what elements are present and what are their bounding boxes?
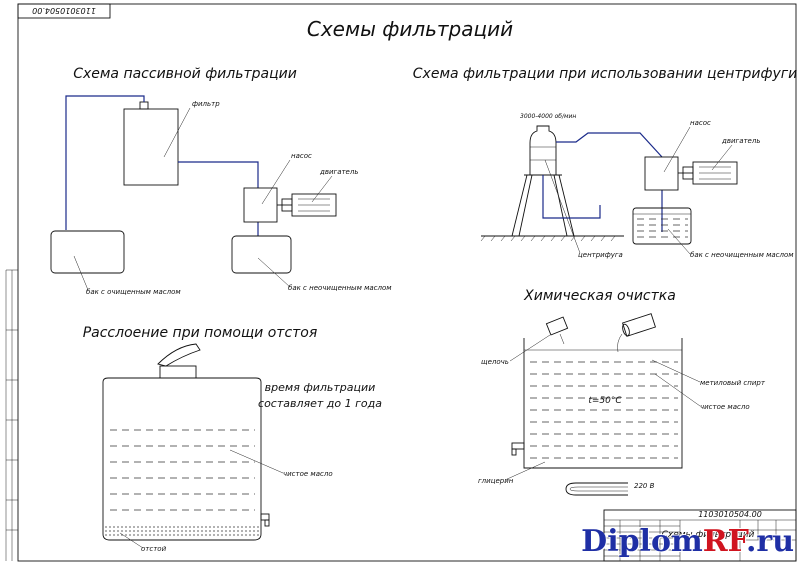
top-code: 1103010504.00: [32, 6, 96, 15]
watermark-part1: Diplom: [581, 524, 703, 559]
motor-label-1: двигатель: [319, 168, 358, 176]
pump-box-2: [644, 156, 679, 191]
sheet-frame: [17, 3, 797, 562]
top-code-box: [17, 3, 111, 19]
methyl-container: [622, 313, 656, 337]
pump-label-1: насос: [291, 152, 312, 160]
tank-clean-oil: [50, 230, 125, 274]
centrifuge-title: Схема фильтрации при использовании центр…: [413, 66, 797, 82]
settling-title: Расслоение при помощи отстоя: [83, 325, 318, 341]
methyl-label: метиловый спирт: [700, 379, 766, 387]
passive-title: Схема пассивной фильтрации: [73, 66, 297, 82]
settling-note-1: время фильтрации: [265, 381, 376, 394]
watermark-part2: RF: [702, 524, 746, 559]
filter-label: фильтр: [192, 100, 220, 108]
tank-dirty-label-1: бак с неочищенным маслом: [288, 284, 392, 292]
title-block: [603, 509, 797, 562]
chemical-title: Химическая очистка: [523, 288, 676, 304]
alkali-label: щелочь: [481, 358, 509, 366]
motor-label-2: двигатель: [721, 137, 760, 145]
tank-dirty-oil-1: [231, 235, 292, 274]
watermark-logo: DiplomRF.ru: [581, 524, 794, 559]
filter-cap: [139, 101, 149, 110]
settling-tap: [260, 513, 270, 521]
glycerin-tap: [511, 442, 525, 450]
clean-oil-label-1: чистое масло: [283, 470, 333, 478]
filter-box: [123, 108, 179, 186]
stamp-code: 1103010504.00: [698, 510, 762, 519]
settling-lid: [157, 343, 201, 367]
pipe-centrifuge-return: [542, 175, 601, 219]
stamp-name: Схемы фильтраций: [662, 530, 755, 540]
watermark-part3: .ru: [745, 524, 794, 559]
centrifuge-label: центрифуга: [578, 251, 623, 259]
pipe-filter-to-clean: [65, 95, 145, 230]
tank-clean-label: бак с очищенным маслом: [86, 288, 181, 296]
settling-neck: [159, 365, 197, 379]
pipe-pump-to-centrifuge: [556, 132, 663, 158]
pump-label-2: насос: [690, 119, 711, 127]
temperature-label: t=50°C: [588, 396, 622, 406]
glycerin-label: глицерин: [478, 477, 514, 485]
clean-oil-label-2: чистое масло: [700, 403, 750, 411]
sediment-label: отстой: [141, 545, 167, 553]
heater-coil: [565, 482, 628, 496]
voltage-label: 220 В: [634, 482, 655, 490]
rpm-label: 3000-4000 об/мин: [520, 113, 576, 120]
settling-tank: [102, 377, 262, 541]
pipe-pump-to-filter: [178, 161, 259, 188]
tank-dirty-oil-2: [632, 207, 692, 245]
pump-box-1: [243, 187, 278, 223]
centrifuge-drum: [529, 125, 557, 176]
tank-dirty-label-2: бак с неочищенным маслом: [690, 251, 794, 259]
settling-note-2: составляет до 1 года: [258, 397, 382, 410]
main-title: Схемы фильтраций: [307, 17, 513, 41]
alkali-container: [545, 316, 569, 336]
chemical-vessel: [523, 338, 683, 469]
